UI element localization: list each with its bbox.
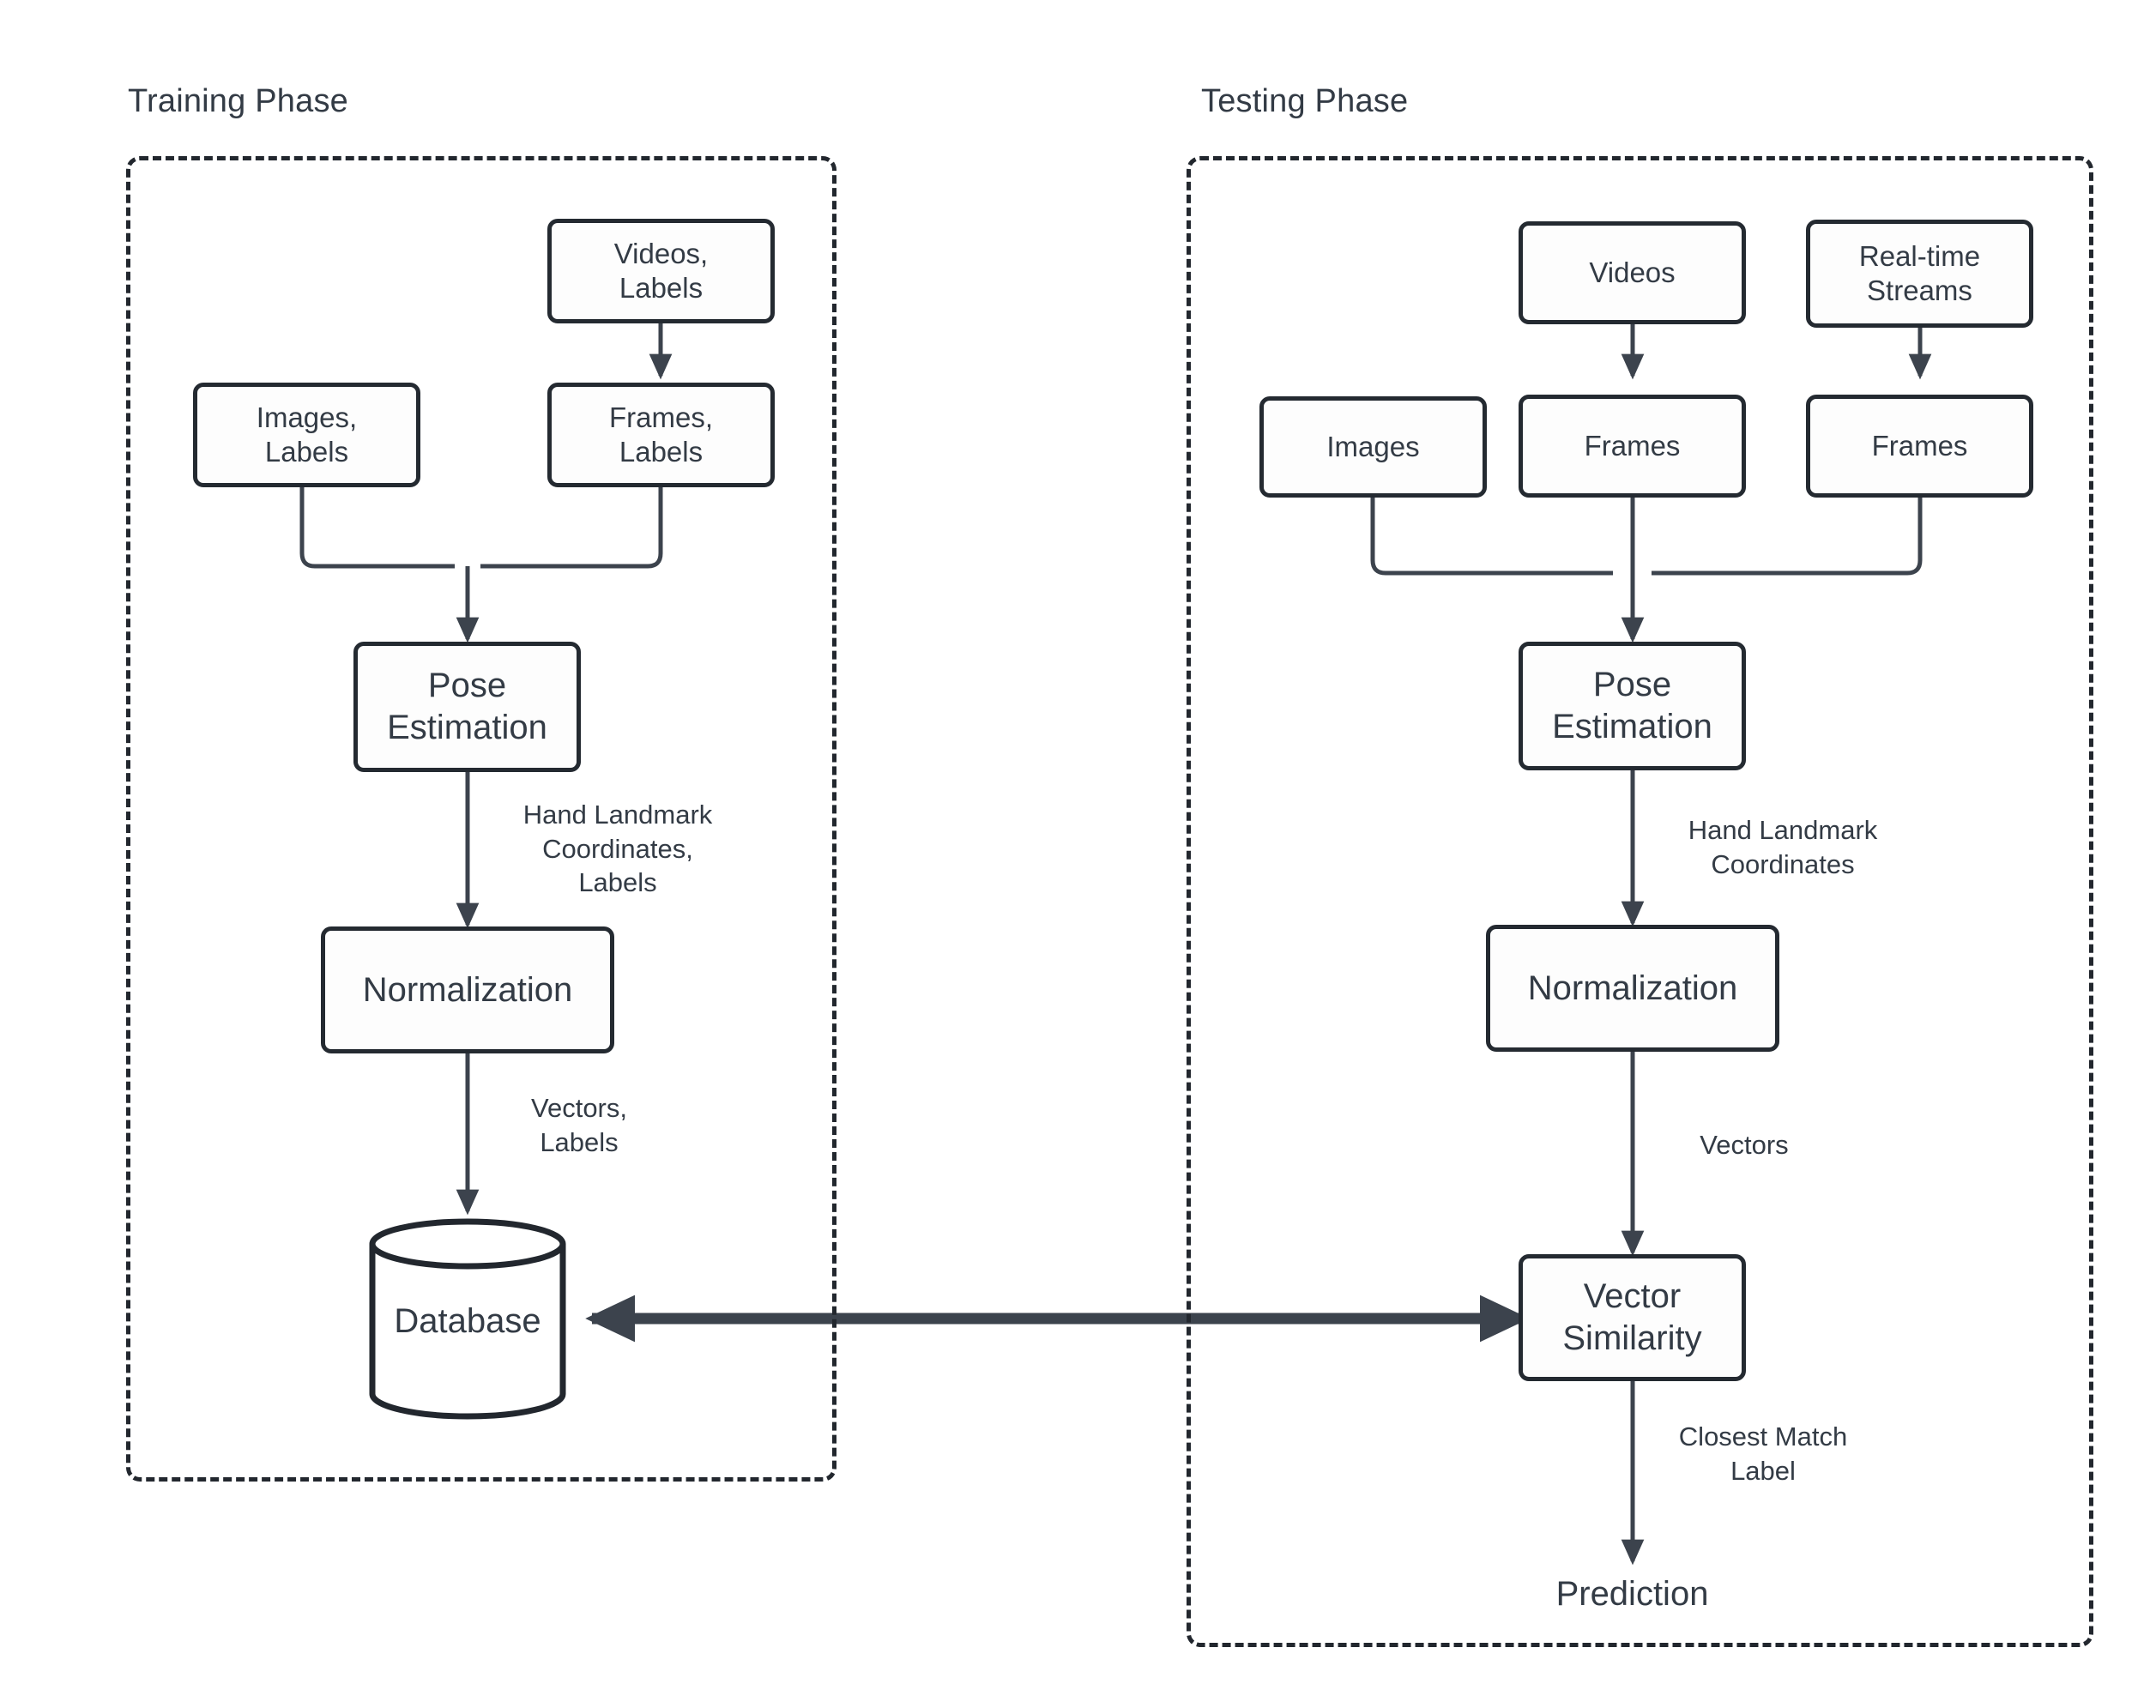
node-pose-estimation-training[interactable]: Pose Estimation	[353, 642, 581, 772]
node-frames-labels[interactable]: Frames, Labels	[547, 383, 775, 487]
node-frames-from-videos[interactable]: Frames	[1519, 395, 1746, 498]
edge-label-closest-match: Closest Match Label	[1678, 1421, 1848, 1486]
training-phase-container	[126, 156, 836, 1482]
node-pose-estimation-testing[interactable]: Pose Estimation	[1519, 642, 1746, 770]
node-prediction: Prediction	[1555, 1575, 1709, 1613]
edge-label-vectors: Vectors	[1700, 1130, 1789, 1160]
node-normalization-testing[interactable]: Normalization	[1486, 925, 1779, 1052]
edge-label-vectors-labels: Vectors, Labels	[531, 1093, 627, 1157]
database-cylinder-icon	[369, 1218, 566, 1420]
node-normalization-training[interactable]: Normalization	[321, 926, 614, 1053]
node-videos[interactable]: Videos	[1519, 221, 1746, 324]
database-label: Database	[394, 1302, 541, 1340]
testing-phase-container	[1187, 156, 2093, 1647]
node-videos-labels[interactable]: Videos, Labels	[547, 219, 775, 323]
node-frames-from-streams[interactable]: Frames	[1806, 395, 2033, 498]
node-vector-similarity[interactable]: Vector Similarity	[1519, 1254, 1746, 1381]
node-images-labels[interactable]: Images, Labels	[193, 383, 420, 487]
training-phase-title: Training Phase	[128, 83, 348, 119]
edge-label-hand-landmark-testing: Hand Landmark Coordinates	[1688, 815, 1878, 879]
edge-label-hand-landmark-training: Hand Landmark Coordinates, Labels	[522, 800, 713, 898]
node-images[interactable]: Images	[1259, 396, 1487, 498]
testing-phase-title: Testing Phase	[1201, 83, 1409, 119]
node-database[interactable]	[367, 1214, 568, 1424]
node-realtime-streams[interactable]: Real-time Streams	[1806, 220, 2033, 328]
